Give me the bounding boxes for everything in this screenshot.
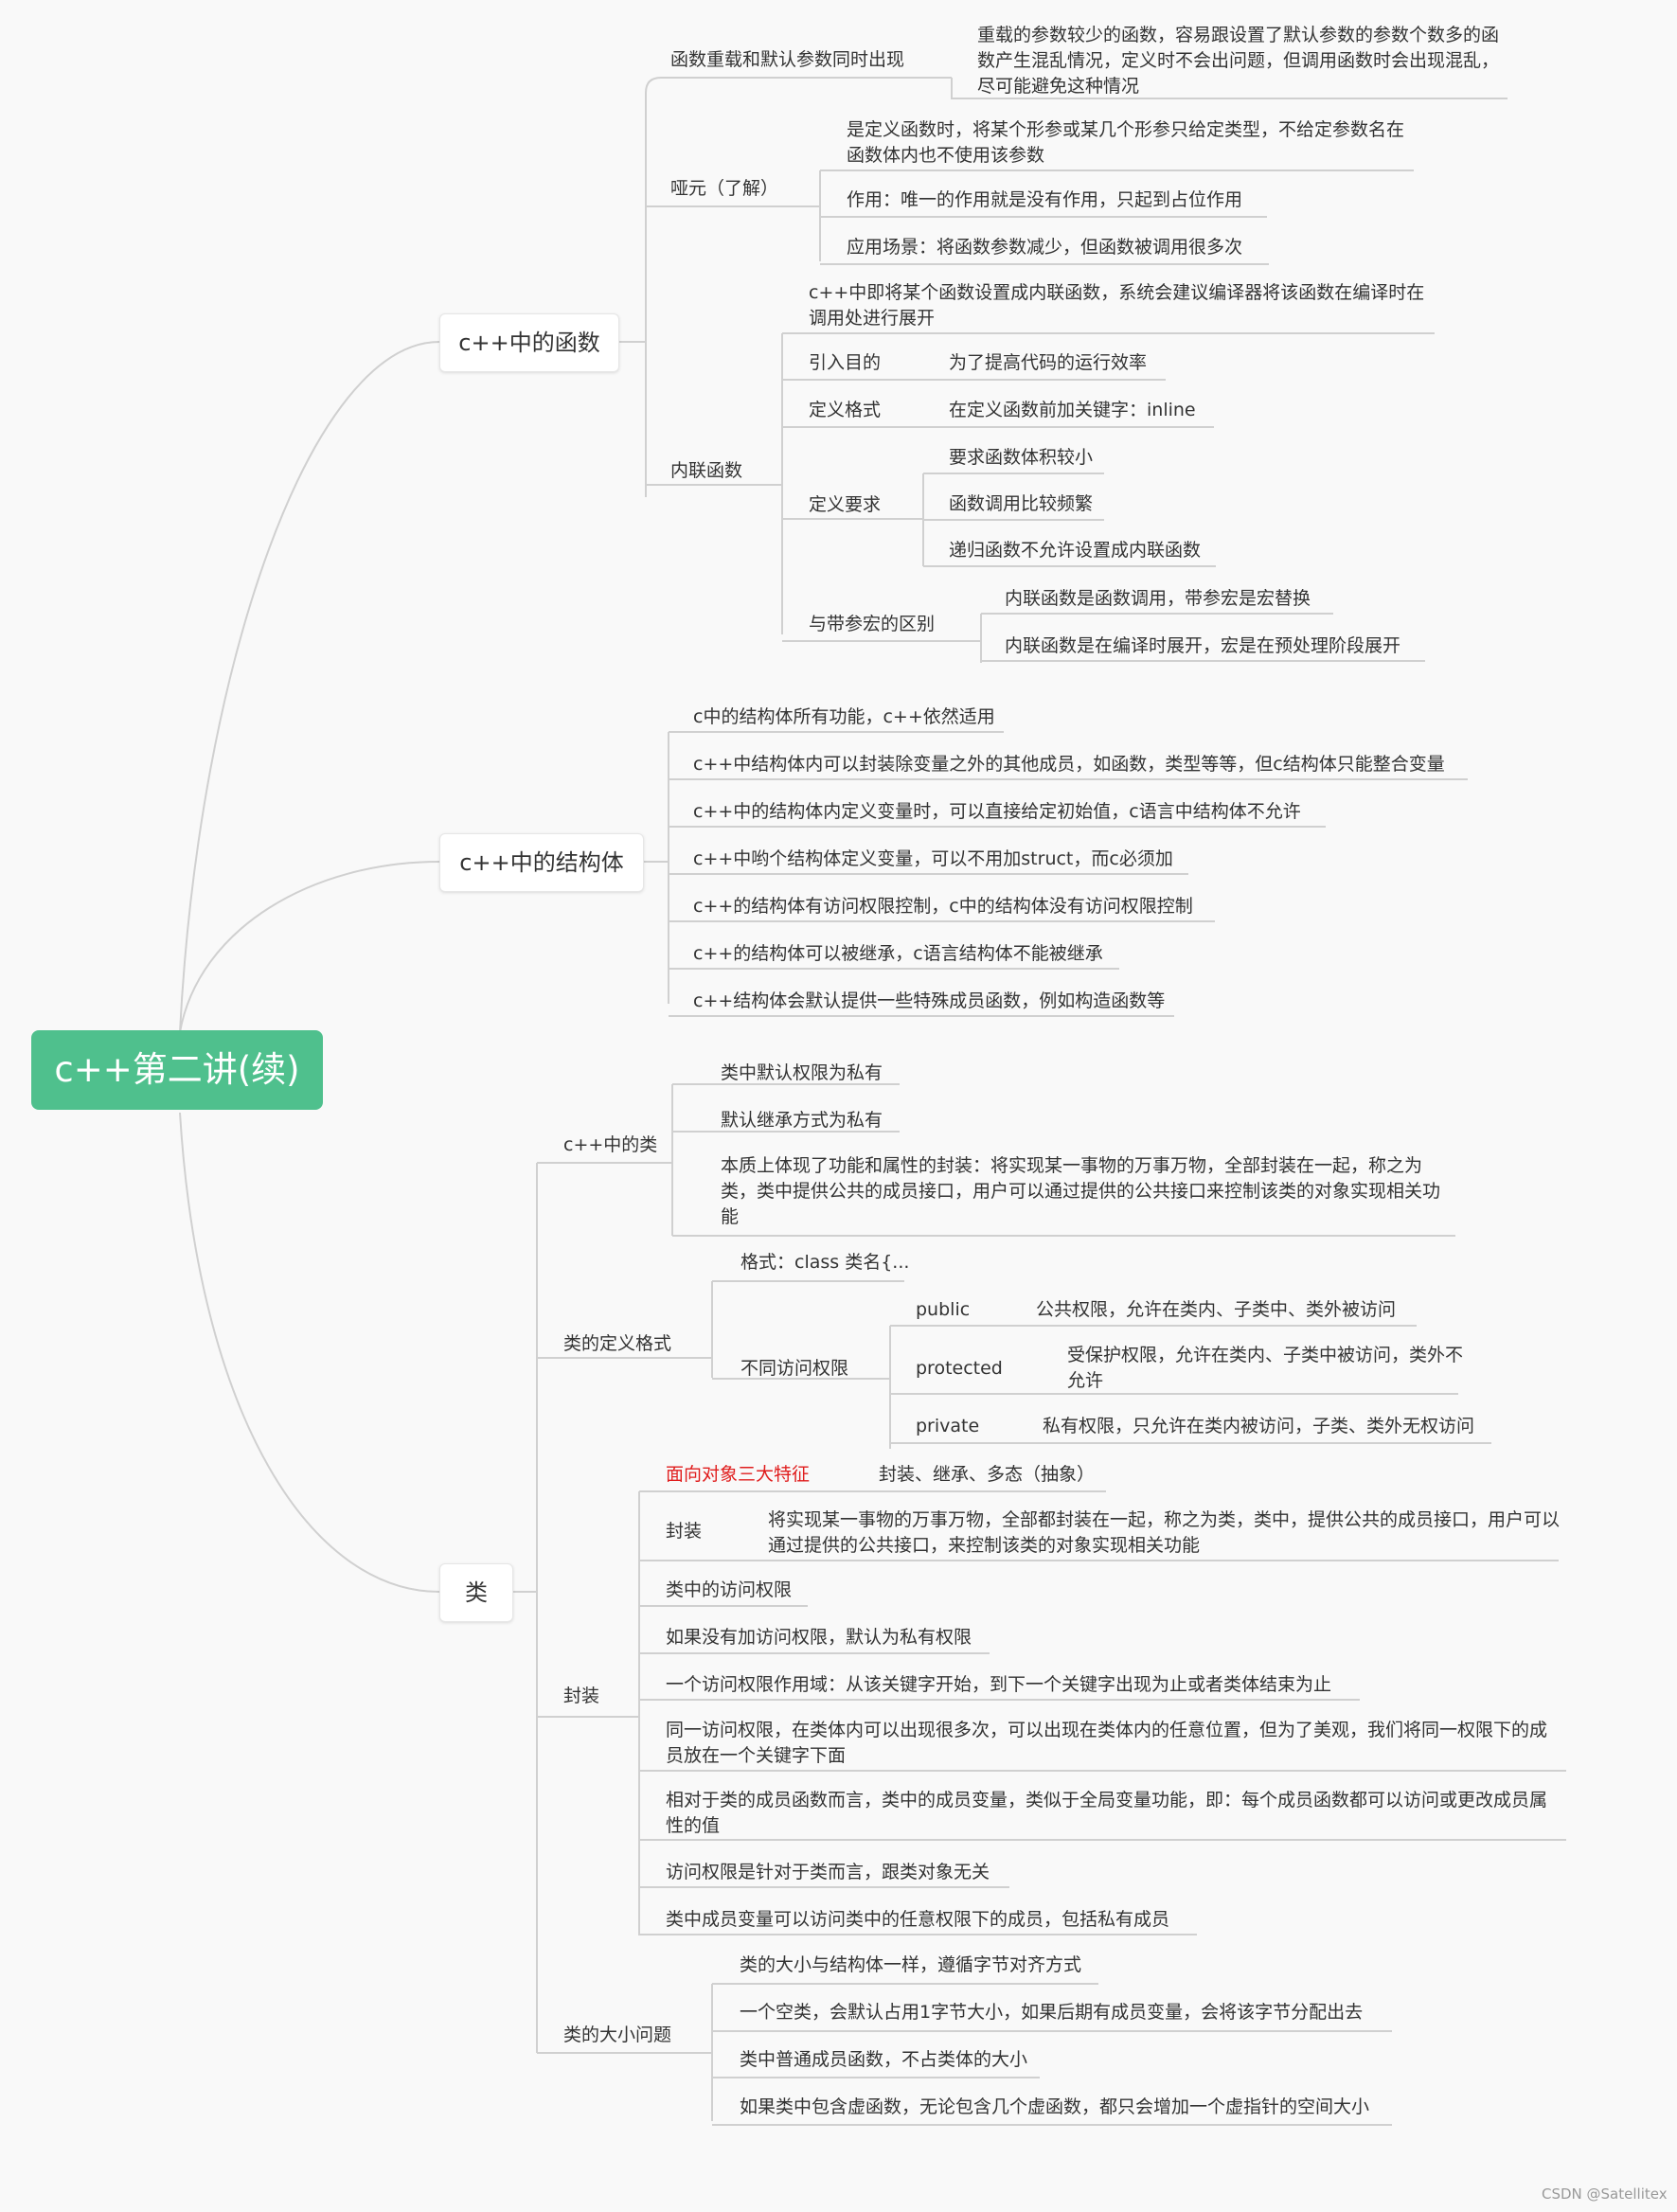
dummy-item[interactable]: 作用：唯一的作用就是没有作用，只起到占位作用 [847, 189, 1243, 210]
inline-format-label[interactable]: 定义格式 [809, 400, 882, 420]
enc-item[interactable]: 同一访问权限，在类体内可以出现很多次，可以出现在类体内的任意位置，但为了美观，我… [666, 1720, 1548, 1766]
struct-item[interactable]: c++结构体会默认提供一些特殊成员函数，例如构造函数等 [693, 990, 1166, 1011]
topic-cpp-class[interactable]: c++中的类 [563, 1134, 658, 1155]
enc-label[interactable]: 封装 [666, 1521, 703, 1542]
inline-purpose-label[interactable]: 引入目的 [809, 352, 882, 373]
branch-structs[interactable]: c++中的结构体 [439, 833, 644, 892]
struct-item[interactable]: c++中哟个结构体定义变量，可以不用加struct，而c必须加 [693, 848, 1173, 869]
size-item[interactable]: 一个空类，会默认占用1字节大小，如果后期有成员变量，会将该字节分配出去 [740, 2002, 1364, 2023]
access-public[interactable]: public [916, 1299, 971, 1320]
watermark: CSDN @Satellitex [1542, 2185, 1668, 2203]
enc-item[interactable]: 一个访问权限作用域：从该关键字开始，到下一个关键字出现为止或者类体结束为止 [666, 1674, 1332, 1695]
inline-req[interactable]: 函数调用比较频繁 [949, 493, 1094, 514]
oop-features[interactable]: 封装、继承、多态（抽象） [879, 1464, 1096, 1485]
cpp-class-item[interactable]: 默认继承方式为私有 [721, 1110, 883, 1131]
struct-item[interactable]: c++的结构体有访问权限控制，c中的结构体没有访问权限控制 [693, 896, 1193, 917]
inline-intro[interactable]: c++中即将某个函数设置成内联函数，系统会建议编译器将该函数在编译时在调用处进行… [809, 282, 1425, 329]
access-label[interactable]: 不同访问权限 [740, 1358, 849, 1379]
enc-item[interactable]: 类中的访问权限 [666, 1579, 793, 1600]
overload-desc[interactable]: 重载的参数较少的函数，容易跟设置了默认参数的参数个数多的函数产生混乱情况，定义时… [977, 25, 1500, 97]
enc-item[interactable]: 访问权限是针对于类而言，跟类对象无关 [666, 1862, 990, 1882]
dummy-item[interactable]: 是定义函数时，将某个形参或某几个形参只给定类型，不给定参数名在函数体内也不使用该… [847, 119, 1405, 166]
inline-diff[interactable]: 内联函数是函数调用，带参宏是宏替换 [1005, 588, 1311, 609]
inline-diff-label[interactable]: 与带参宏的区别 [809, 614, 936, 634]
struct-item[interactable]: c++中的结构体内定义变量时，可以直接给定初始值，c语言中结构体不允许 [693, 801, 1301, 822]
struct-item[interactable]: c++的结构体可以被继承，c语言结构体不能被继承 [693, 943, 1103, 964]
inline-req[interactable]: 递归函数不允许设置成内联函数 [949, 540, 1202, 561]
topic-inline[interactable]: 内联函数 [670, 460, 743, 481]
inline-req-label[interactable]: 定义要求 [809, 494, 882, 515]
enc-desc[interactable]: 将实现某一事物的万事万物，全部都封装在一起，称之为类，类中，提供公共的成员接口，… [768, 1509, 1561, 1556]
access-protected-desc[interactable]: 受保护权限，允许在类内、子类中被访问，类外不允许 [1067, 1345, 1464, 1391]
cpp-class-item[interactable]: 类中默认权限为私有 [721, 1062, 883, 1083]
size-item[interactable]: 类中普通成员函数，不占类体的大小 [740, 2049, 1028, 2070]
struct-item[interactable]: c++中结构体内可以封装除变量之外的其他成员，如函数，类型等等，但c结构体只能整… [693, 754, 1445, 775]
inline-purpose[interactable]: 为了提高代码的运行效率 [949, 352, 1148, 373]
topic-class-size[interactable]: 类的大小问题 [563, 2025, 672, 2045]
oop-label[interactable]: 面向对象三大特征 [666, 1464, 811, 1485]
topic-overload[interactable]: 函数重载和默认参数同时出现 [670, 49, 905, 70]
inline-diff[interactable]: 内联函数是在编译时展开，宏是在预处理阶段展开 [1005, 635, 1401, 656]
cpp-class-item[interactable]: 本质上体现了功能和属性的封装：将实现某一事物的万事万物，全部封装在一起，称之为类… [721, 1155, 1441, 1227]
enc-item[interactable]: 类中成员变量可以访问类中的任意权限下的成员，包括私有成员 [666, 1909, 1170, 1930]
enc-item[interactable]: 如果没有加访问权限，默认为私有权限 [666, 1627, 972, 1648]
class-format[interactable]: 格式：class 类名{... [740, 1252, 910, 1273]
inline-req[interactable]: 要求函数体积较小 [949, 447, 1094, 468]
branch-functions[interactable]: c++中的函数 [439, 313, 619, 372]
topic-encapsulation[interactable]: 封装 [563, 1686, 600, 1706]
inline-format[interactable]: 在定义函数前加关键字：inline [949, 400, 1196, 420]
size-item[interactable]: 如果类中包含虚函数，无论包含几个虚函数，都只会增加一个虚指针的空间大小 [740, 2096, 1370, 2117]
access-private[interactable]: private [916, 1416, 980, 1436]
access-private-desc[interactable]: 私有权限，只允许在类内被访问，子类、类外无权访问 [1043, 1416, 1475, 1436]
access-public-desc[interactable]: 公共权限，允许在类内、子类中、类外被访问 [1036, 1299, 1397, 1320]
dummy-item[interactable]: 应用场景：将函数参数减少，但函数被调用很多次 [847, 237, 1243, 258]
topic-dummy-param[interactable]: 哑元（了解） [670, 178, 779, 199]
topic-class-definition[interactable]: 类的定义格式 [563, 1333, 672, 1354]
branch-class[interactable]: 类 [439, 1563, 513, 1622]
access-protected[interactable]: protected [916, 1358, 1003, 1379]
size-item[interactable]: 类的大小与结构体一样，遵循字节对齐方式 [740, 1954, 1082, 1975]
struct-item[interactable]: c中的结构体所有功能，c++依然适用 [693, 706, 995, 727]
enc-item[interactable]: 相对于类的成员函数而言，类中的成员变量，类似于全局变量功能，即：每个成员函数都可… [666, 1790, 1548, 1836]
root-topic[interactable]: c++第二讲(续) [31, 1030, 323, 1110]
